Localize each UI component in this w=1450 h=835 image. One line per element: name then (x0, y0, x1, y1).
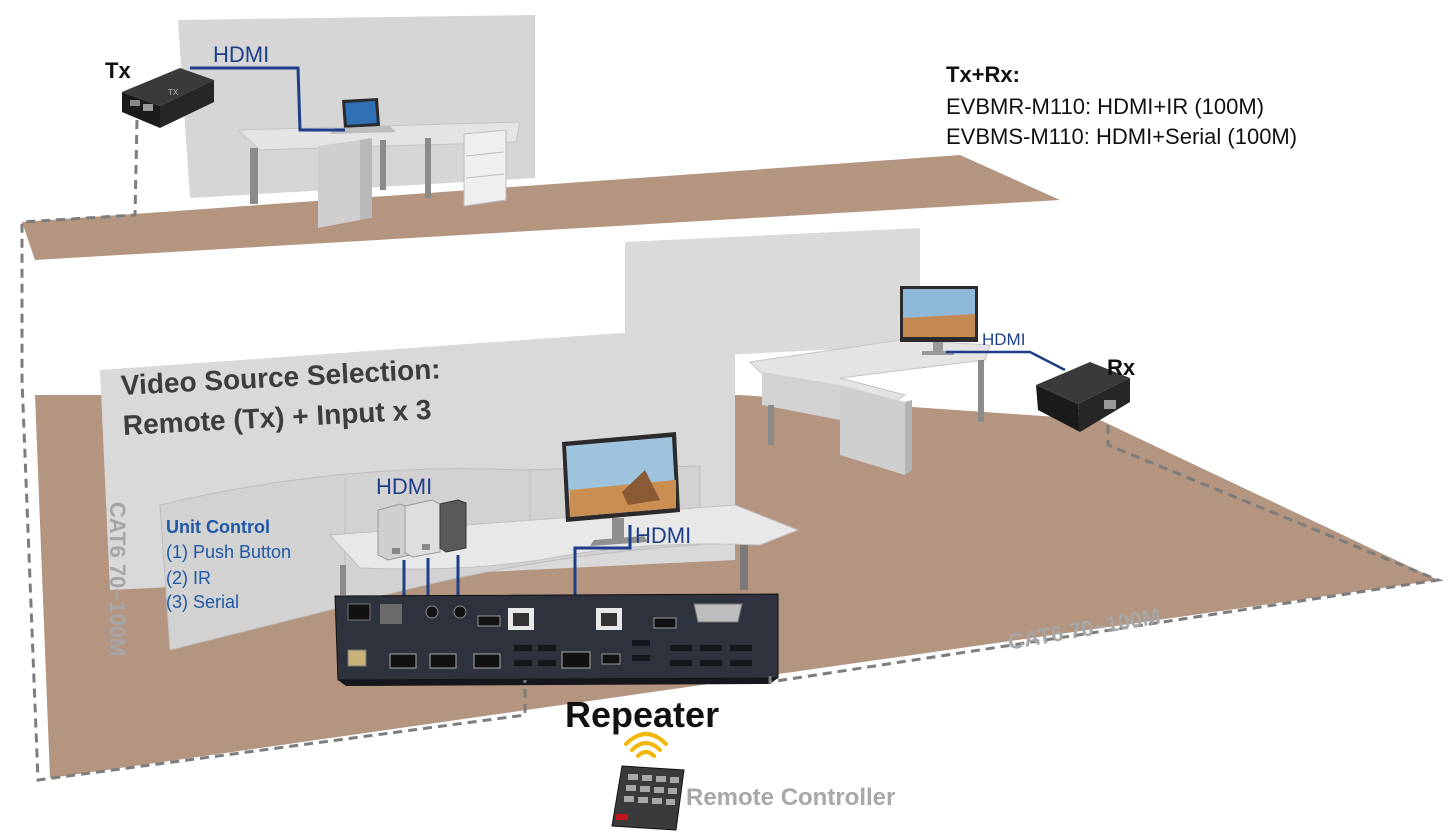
tx-device-icon: TX (122, 68, 214, 128)
hdmi-label-tx: HDMI (213, 42, 270, 67)
rx-desk (748, 339, 991, 475)
lower-wall-right (625, 228, 920, 360)
rx-label: Rx (1107, 355, 1136, 380)
main-desk (328, 504, 800, 595)
main-monitor-icon (562, 432, 680, 546)
repeater-label: Repeater (565, 694, 720, 735)
upper-floor (22, 155, 1060, 260)
hdmi-cable-tx (190, 66, 345, 132)
remote-controller-label: Remote Controller (686, 784, 896, 811)
hdmi-label-pcs: HDMI (376, 474, 433, 499)
hdmi-label-rx: HDMI (982, 330, 1026, 349)
svg-text:TX: TX (168, 88, 179, 97)
remote-controller-icon (611, 765, 685, 831)
spec-title: Tx+Rx: (946, 62, 1020, 87)
pc-towers-icon (377, 499, 467, 561)
spec-line-serial: EVBMS-M110: HDMI+Serial (100M) (946, 124, 1298, 149)
cat6-label-left: CAT6 70~100M (105, 501, 131, 657)
hdmi-cable-rx (946, 350, 1066, 372)
rx-device-icon (1036, 362, 1130, 432)
ir-waves-icon (624, 732, 668, 758)
laptop-icon (330, 98, 396, 134)
spec-line-ir: EVBMR-M110: HDMI+IR (100M) (946, 94, 1265, 119)
hdmi-label-monitor: HDMI (635, 523, 692, 548)
cat6-cable-tx (20, 119, 527, 782)
tx-label: Tx (105, 58, 131, 83)
repeater-device-icon (334, 593, 779, 686)
unit-control-push-button: (1) Push Button (166, 542, 292, 562)
cat6-cable-rx (768, 425, 1444, 684)
unit-control-title: Unit Control (166, 517, 270, 537)
rx-monitor-icon (900, 286, 978, 355)
cat6-cables (20, 119, 1444, 782)
unit-control-ir: (2) IR (166, 568, 211, 588)
unit-control-serial: (3) Serial (166, 592, 240, 612)
